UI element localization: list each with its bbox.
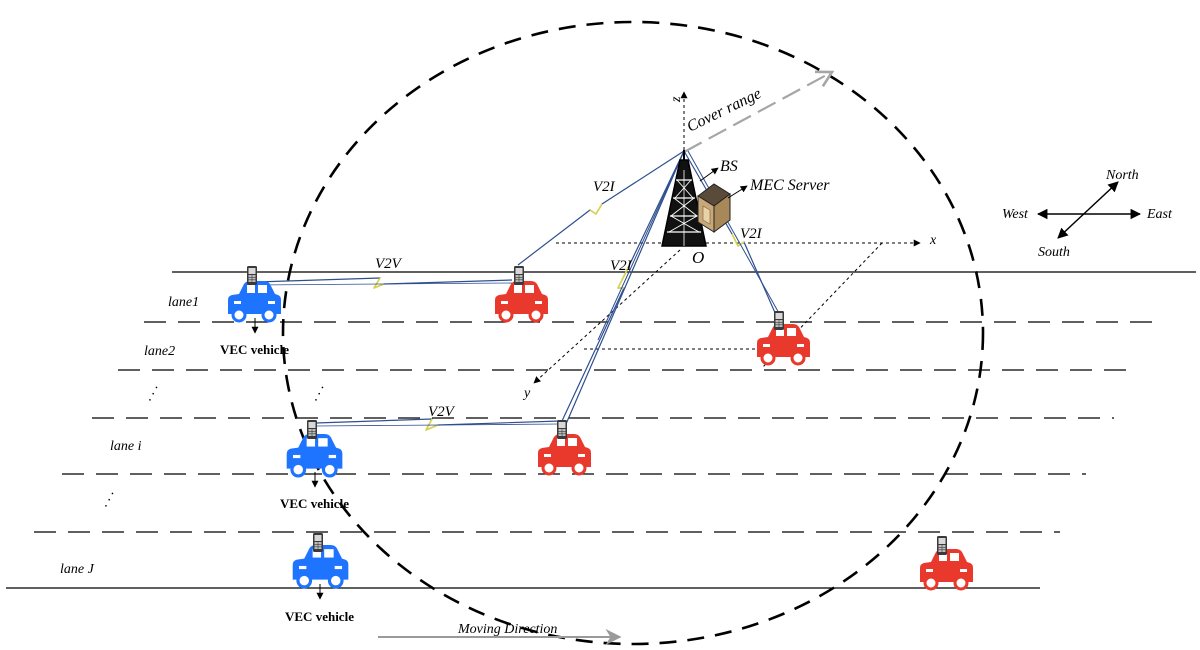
vec-vehicle — [285, 419, 344, 478]
v2i-label: V2I — [610, 258, 633, 274]
compass-icon — [1036, 181, 1142, 239]
phone-icon — [306, 419, 318, 440]
lane-label: lane2 — [144, 344, 175, 359]
phone-icon — [246, 265, 258, 286]
v2v-link-bolt — [373, 277, 385, 289]
coordinate-axes: z x y O — [522, 91, 937, 401]
y-axis — [533, 249, 681, 384]
lane-ellipsis: · · · — [309, 383, 330, 405]
tower-icon — [661, 150, 707, 247]
lane-ellipsis: · · · — [143, 383, 164, 405]
v2v-link — [315, 423, 561, 427]
mec-pointer — [727, 185, 748, 199]
vec-vehicle-label: VEC vehicle — [285, 609, 354, 624]
v2i-link-bolt — [731, 233, 745, 247]
phone-icon — [312, 532, 324, 553]
communication-links — [255, 150, 781, 431]
v2v-label: V2V — [375, 256, 403, 272]
vec-vehicle — [226, 265, 283, 323]
server-icon — [697, 183, 731, 233]
phone-icon — [936, 535, 948, 556]
coverage-circle — [281, 20, 985, 646]
vec-vehicle-label: VEC vehicle — [280, 496, 349, 511]
compass-east: East — [1146, 207, 1173, 222]
moving-direction-label: Moving Direction — [457, 622, 557, 637]
phone-icon — [513, 265, 525, 286]
z-axis-label: z — [669, 96, 684, 103]
v2i-link — [565, 150, 685, 425]
mec-server-label: MEC Server — [749, 177, 830, 194]
lane-label: lane i — [110, 439, 142, 454]
y-axis-label: y — [522, 386, 531, 401]
cover-range-arrow — [683, 70, 835, 153]
lane-ellipsis: · · · — [99, 489, 120, 511]
vec-vehicle — [291, 532, 350, 589]
regular-vehicle — [493, 265, 550, 323]
lane-label: lane1 — [168, 295, 199, 310]
regular-vehicle — [755, 310, 812, 366]
phone-icon — [556, 419, 568, 440]
bs-label: BS — [720, 158, 738, 175]
cover-range-label: Cover range — [684, 85, 764, 136]
regular-vehicle — [536, 419, 593, 476]
regular-vehicle — [918, 535, 975, 591]
v2v-link — [255, 282, 513, 286]
v2v-link-bolt — [425, 418, 439, 431]
phone-icon — [773, 310, 785, 331]
x-axis-label: x — [929, 233, 937, 248]
road — [6, 271, 1196, 589]
compass-west: West — [1002, 207, 1029, 222]
vec-vehicle-label: VEC vehicle — [220, 342, 289, 357]
origin-label: O — [692, 248, 704, 267]
v2i-link-bolt — [589, 203, 603, 215]
v2i-link — [597, 150, 685, 341]
compass-south: South — [1038, 245, 1070, 260]
v2i-label: V2I — [740, 226, 763, 242]
lane-label: lane J — [60, 562, 95, 577]
compass-north: North — [1105, 168, 1139, 183]
v2v-label: V2V — [428, 404, 456, 420]
bs-pointer — [699, 167, 719, 182]
v2i-label: V2I — [593, 179, 616, 195]
